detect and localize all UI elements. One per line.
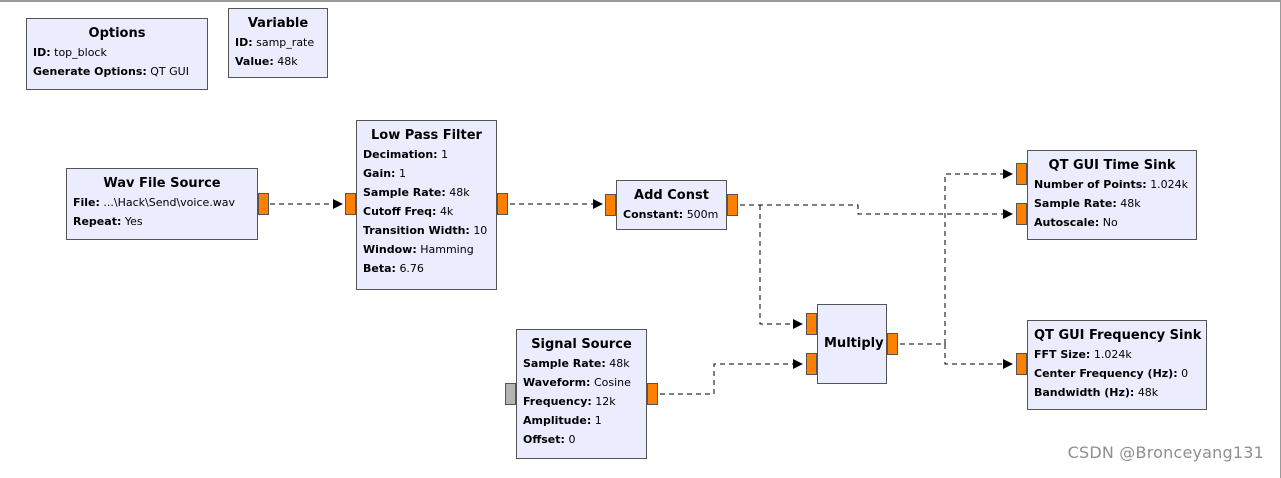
block-param: Sample Rate: 48k [523, 357, 630, 370]
options-block[interactable]: Options ID: top_block Generate Options: … [26, 18, 208, 90]
block-param: Cutoff Freq: 4k [363, 205, 454, 218]
multiply-input-port-0[interactable] [806, 313, 817, 335]
block-title: Options [88, 26, 146, 41]
wav-output-port[interactable] [258, 193, 269, 215]
qt-gui-frequency-sink-block[interactable]: QT GUI Frequency Sink FFT Size: 1.024k C… [1027, 320, 1207, 410]
watermark-text: CSDN @Bronceyang131 [1067, 443, 1264, 462]
block-param: Value: 48k [235, 55, 298, 68]
block-title: Variable [247, 16, 309, 31]
block-param: Center Frequency (Hz): 0 [1034, 367, 1189, 380]
block-param: ID: top_block [33, 46, 107, 59]
wire-addconst-to-multiply[interactable] [759, 205, 803, 329]
block-param: Autoscale: No [1034, 216, 1118, 229]
block-param: Beta: 6.76 [363, 262, 424, 275]
block-param: Amplitude: 1 [523, 414, 602, 427]
addconst-output-port[interactable] [727, 194, 738, 216]
wire-addconst-to-timesink[interactable] [740, 204, 1013, 219]
block-param: ID: samp_rate [235, 36, 315, 49]
timesink-input-port-0[interactable] [1016, 163, 1027, 185]
block-title: Signal Source [531, 337, 632, 352]
block-param: Sample Rate: 48k [1034, 197, 1141, 210]
block-title: Low Pass Filter [371, 128, 482, 143]
block-param: Constant: 500m [623, 208, 719, 221]
block-param: Frequency: 12k [523, 395, 616, 408]
addconst-input-port[interactable] [605, 194, 616, 216]
block-param: Bandwidth (Hz): 48k [1034, 386, 1159, 399]
block-param: Repeat: Yes [73, 215, 143, 228]
timesink-input-port-1[interactable] [1016, 203, 1027, 225]
qt-gui-time-sink-block[interactable]: QT GUI Time Sink Number of Points: 1.024… [1027, 150, 1197, 240]
block-param: File: ...\Hack\Send\voice.wav [73, 196, 236, 209]
block-title: Add Const [634, 188, 709, 203]
multiply-block[interactable]: Multiply [817, 304, 887, 384]
signal-source-disabled-port[interactable] [505, 383, 516, 405]
block-title: Multiply [824, 336, 884, 351]
multiply-input-port-1[interactable] [806, 353, 817, 375]
block-param: Window: Hamming [363, 243, 474, 256]
lpf-input-port[interactable] [345, 193, 356, 215]
block-title: Wav File Source [103, 176, 221, 191]
block-param: Waveform: Cosine [523, 376, 631, 389]
block-param: Offset: 0 [523, 433, 576, 446]
signal-source-output-port[interactable] [647, 383, 658, 405]
low-pass-filter-block[interactable]: Low Pass Filter Decimation: 1 Gain: 1 Sa… [356, 120, 497, 290]
block-param: Transition Width: 10 [363, 224, 488, 237]
wire-multiply-to-freqsink[interactable] [944, 344, 1013, 369]
wire-multiply-to-timesink[interactable] [900, 169, 1013, 345]
wav-file-source-block[interactable]: Wav File Source File: ...\Hack\Send\voic… [66, 168, 258, 240]
add-const-block[interactable]: Add Const Constant: 500m [616, 180, 727, 230]
freqsink-input-port[interactable] [1016, 353, 1027, 375]
block-param: Decimation: 1 [363, 148, 449, 161]
block-title: QT GUI Time Sink [1048, 158, 1176, 173]
wire-signal-to-multiply[interactable] [660, 359, 803, 395]
multiply-output-port[interactable] [887, 333, 898, 355]
signal-source-block[interactable]: Signal Source Sample Rate: 48k Waveform:… [516, 329, 647, 459]
lpf-output-port[interactable] [497, 193, 508, 215]
block-param: FFT Size: 1.024k [1034, 348, 1132, 361]
variable-block[interactable]: Variable ID: samp_rate Value: 48k [228, 8, 328, 78]
block-param: Number of Points: 1.024k [1034, 178, 1189, 191]
block-param: Generate Options: QT GUI [33, 65, 189, 78]
block-param: Gain: 1 [363, 167, 406, 180]
block-param: Sample Rate: 48k [363, 186, 470, 199]
block-title: QT GUI Frequency Sink [1034, 328, 1202, 343]
